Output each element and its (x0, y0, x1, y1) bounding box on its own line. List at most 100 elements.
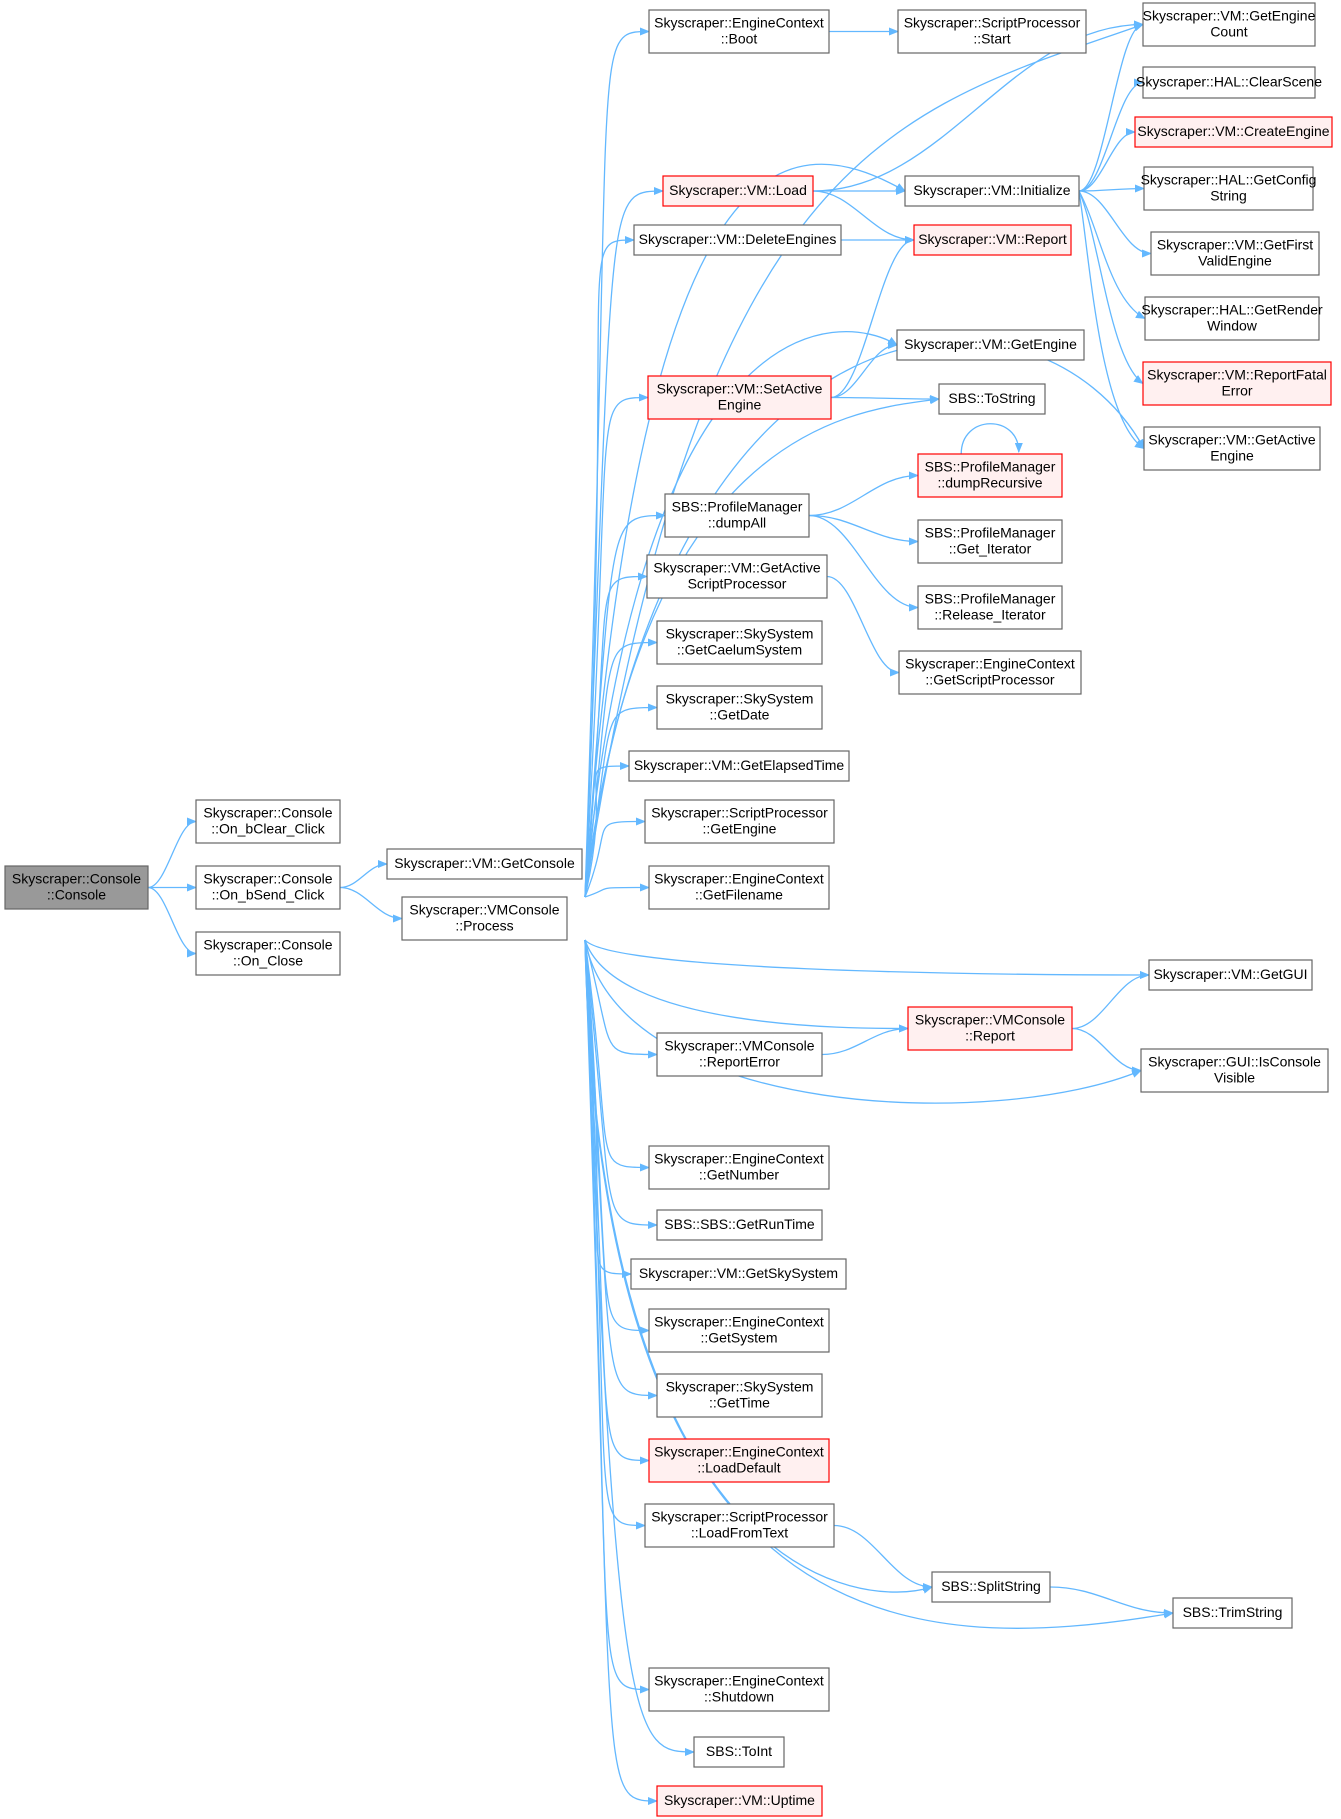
function-node-label: ::Get_Iterator (949, 541, 1032, 557)
function-node[interactable]: Skyscraper::VM::GetConsole (386, 848, 583, 880)
function-node[interactable]: SBS::SBS::GetRunTime (656, 1209, 823, 1241)
function-node[interactable]: Skyscraper::EngineContext::GetFilename (648, 865, 830, 910)
call-edge (584, 187, 664, 898)
function-node-label: ::Console (47, 887, 106, 903)
function-node-box (386, 848, 583, 880)
function-node[interactable]: Skyscraper::EngineContext::Boot (648, 9, 830, 54)
function-node-box (648, 1308, 830, 1353)
function-node-label: SBS::TrimString (1183, 1604, 1283, 1620)
function-node-box (401, 896, 568, 941)
function-node[interactable]: Skyscraper::VM::Load (662, 175, 814, 207)
call-edge (584, 939, 650, 1694)
function-node[interactable]: SBS::ProfileManager::Get_Iterator (917, 519, 1063, 564)
function-node[interactable]: Skyscraper::HAL::ClearScene (1136, 66, 1322, 99)
function-node-box (648, 1145, 830, 1190)
function-node[interactable]: SBS::ProfileManager::Release_Iterator (917, 585, 1063, 630)
function-node-box (656, 1209, 823, 1241)
function-node[interactable]: Skyscraper::VMConsole::ReportError (656, 1032, 823, 1077)
function-node[interactable]: Skyscraper::VM::GetSkySystem (630, 1258, 847, 1290)
call-edges (147, 20, 1174, 1805)
call-edge (1078, 190, 1145, 450)
function-node[interactable]: SBS::TrimString (1172, 1597, 1293, 1629)
function-node[interactable]: Skyscraper::EngineContext::Shutdown (648, 1667, 830, 1712)
function-node[interactable]: Skyscraper::VM::GetEngine (896, 329, 1085, 361)
function-node-label: Count (1210, 24, 1247, 40)
function-node[interactable]: Skyscraper::Console::On_Close (195, 931, 341, 976)
function-node-label: Skyscraper::EngineContext (654, 1151, 824, 1167)
function-node-label: Skyscraper::VM::GetEngine (904, 336, 1077, 352)
function-node-box (898, 650, 1082, 695)
function-node[interactable]: Skyscraper::SkySystem::GetTime (656, 1373, 823, 1418)
function-node-label: Skyscraper::HAL::GetRender (1141, 302, 1323, 318)
function-node-label: ValidEngine (1198, 253, 1272, 269)
call-edge (584, 883, 650, 898)
function-node[interactable]: Skyscraper::Console::On_bClear_Click (195, 799, 341, 844)
function-node-label: ::Process (455, 918, 513, 934)
function-node-box (644, 1503, 835, 1548)
function-node[interactable]: Skyscraper::ScriptProcessor::LoadFromTex… (644, 1503, 835, 1548)
function-node-label: Skyscraper::VM::GetActive (1148, 432, 1315, 448)
function-node[interactable]: Skyscraper::SkySystem::GetCaelumSystem (656, 620, 823, 665)
function-node-box (656, 1373, 823, 1418)
function-node[interactable]: Skyscraper::Console::Console (4, 865, 149, 910)
function-node[interactable]: SBS::ProfileManager::dumpAll (664, 493, 810, 538)
call-edge (812, 190, 915, 244)
function-node-label: ::GetEngine (703, 821, 777, 837)
function-node[interactable]: Skyscraper::EngineContext::GetScriptProc… (898, 650, 1082, 695)
function-node-label: Engine (1210, 448, 1254, 464)
function-node[interactable]: Skyscraper::VMConsole::Process (401, 896, 568, 941)
function-node[interactable]: Skyscraper::VM::GetElapsedTime (628, 750, 850, 782)
function-node[interactable]: Skyscraper::SkySystem::GetDate (656, 685, 823, 730)
function-node[interactable]: Skyscraper::VM::Initialize (904, 175, 1080, 207)
function-node[interactable]: Skyscraper::ScriptProcessor::Start (897, 9, 1087, 54)
function-node-label: ::GetSystem (700, 1330, 777, 1346)
function-node[interactable]: Skyscraper::VM::CreateEngine (1134, 116, 1333, 148)
function-node[interactable]: Skyscraper::EngineContext::GetSystem (648, 1308, 830, 1353)
function-node-label: SBS::ToInt (706, 1743, 772, 1759)
function-node-label: Skyscraper::ScriptProcessor (651, 1509, 828, 1525)
function-node[interactable]: Skyscraper::EngineContext::LoadDefault (648, 1438, 830, 1483)
call-edge (584, 939, 1142, 1104)
function-node-label: Engine (718, 397, 762, 413)
function-node-label: ScriptProcessor (688, 576, 787, 592)
function-node[interactable]: SBS::SplitString (931, 1571, 1051, 1603)
function-node[interactable]: Skyscraper::VMConsole::Report (907, 1006, 1073, 1051)
function-node[interactable]: Skyscraper::VM::DeleteEngines (633, 224, 842, 256)
call-edge (147, 817, 197, 889)
function-node[interactable]: SBS::ToInt (693, 1736, 785, 1768)
function-node-box (647, 375, 832, 420)
call-edge (1071, 971, 1150, 1030)
call-edge (1078, 190, 1152, 258)
function-node-box (1142, 2, 1316, 47)
function-node[interactable]: Skyscraper::EngineContext::GetNumber (648, 1145, 830, 1190)
function-node[interactable]: Skyscraper::VM::Report (913, 224, 1072, 256)
call-edge (584, 939, 1150, 979)
function-node-label: Skyscraper::Console (12, 871, 141, 887)
function-node-box (913, 224, 1072, 256)
function-node[interactable]: Skyscraper::Console::On_bSend_Click (195, 865, 341, 910)
function-node-box (1144, 296, 1320, 341)
function-node-box (656, 1032, 823, 1077)
function-node-box (896, 329, 1085, 361)
function-node[interactable]: Skyscraper::ScriptProcessor::GetEngine (644, 799, 835, 844)
call-edge (584, 939, 909, 1033)
function-node-box (630, 1258, 847, 1290)
function-node-label: Skyscraper::VM::Uptime (664, 1792, 815, 1808)
function-node[interactable]: Skyscraper::VM::GetGUI (1148, 959, 1313, 991)
function-node[interactable]: SBS::ToString (938, 383, 1046, 415)
function-node[interactable]: SBS::ProfileManager::dumpRecursive (917, 453, 1063, 498)
call-edge (584, 939, 1174, 1629)
function-node-box (693, 1736, 785, 1768)
function-node[interactable]: Skyscraper::VM::Uptime (656, 1785, 823, 1817)
function-node-label: Skyscraper::VM::SetActive (657, 381, 823, 397)
function-node-label: Skyscraper::VMConsole (915, 1012, 1065, 1028)
